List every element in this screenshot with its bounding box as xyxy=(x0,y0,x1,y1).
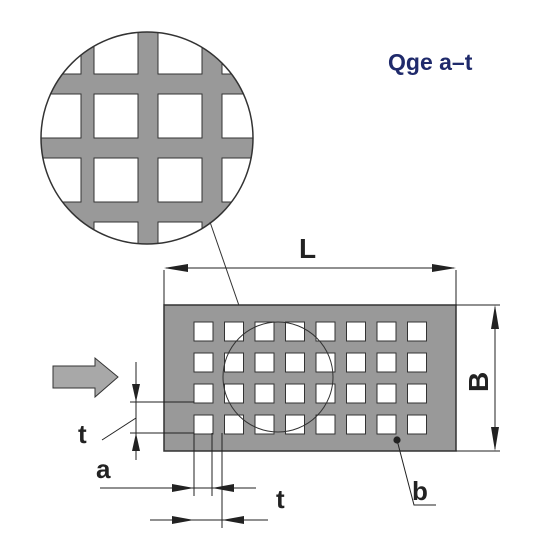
plate-hole xyxy=(224,321,244,342)
vertical-pitch-label: t xyxy=(78,419,87,449)
width-label: B xyxy=(463,372,494,392)
plate-hole xyxy=(407,352,427,373)
plate-hole xyxy=(254,352,275,373)
plate-hole xyxy=(346,383,366,404)
plate-hole xyxy=(407,321,427,342)
plate-hole xyxy=(254,383,275,404)
zoom-hole xyxy=(221,32,253,75)
diagram-title: Qge a–t xyxy=(388,49,473,75)
plate-hole xyxy=(315,414,336,435)
plate-hole xyxy=(224,414,244,435)
zoom-hole xyxy=(93,93,139,139)
plate-hole xyxy=(346,414,366,435)
zoom-hole xyxy=(41,221,82,244)
zoom-hole xyxy=(93,157,139,203)
plate-hole xyxy=(193,321,214,342)
plate-hole xyxy=(285,414,305,435)
margin-label: b xyxy=(412,476,428,506)
plate-hole xyxy=(407,414,427,435)
plate-hole xyxy=(376,321,397,342)
plate-hole xyxy=(193,414,214,435)
plate-hole xyxy=(193,352,214,373)
plate-hole xyxy=(224,383,244,404)
plate-hole xyxy=(376,352,397,373)
plate-hole xyxy=(407,383,427,404)
hole-size-label: a xyxy=(96,454,111,484)
horizontal-pitch-dimension: t xyxy=(150,433,285,528)
hole-size-dimension: a xyxy=(96,433,256,496)
horizontal-pitch-label: t xyxy=(276,484,285,514)
length-label: L xyxy=(299,233,316,264)
plate-hole xyxy=(315,383,336,404)
length-dimension: L xyxy=(163,233,457,305)
zoom-hole xyxy=(221,221,253,244)
plate-hole xyxy=(346,321,366,342)
zoom-hole xyxy=(221,93,253,139)
zoom-hole xyxy=(41,32,82,75)
zoom-hole xyxy=(41,157,82,203)
plate-hole xyxy=(346,352,366,373)
plate-hole xyxy=(315,352,336,373)
zoom-hole xyxy=(157,221,203,244)
plate-hole xyxy=(315,321,336,342)
zoom-hole xyxy=(157,93,203,139)
zoom-detail xyxy=(40,31,254,245)
zoom-outline xyxy=(40,31,254,245)
plate-hole xyxy=(285,352,305,373)
plate-holes xyxy=(193,321,427,435)
vertical-pitch-dimension: t xyxy=(78,362,194,460)
zoom-hole xyxy=(157,157,203,203)
zoom-hole xyxy=(93,221,139,244)
right-arrow-icon xyxy=(52,356,119,399)
width-dimension: B xyxy=(456,304,500,452)
margin-callout: b xyxy=(393,436,436,506)
plate-hole xyxy=(376,414,397,435)
perforated-plate xyxy=(163,304,457,452)
plate-hole xyxy=(193,383,214,404)
plate-hole xyxy=(376,383,397,404)
plate-hole xyxy=(285,383,305,404)
zoom-hole xyxy=(41,93,82,139)
zoom-region-circle xyxy=(222,321,334,433)
plate-hole xyxy=(254,321,275,342)
